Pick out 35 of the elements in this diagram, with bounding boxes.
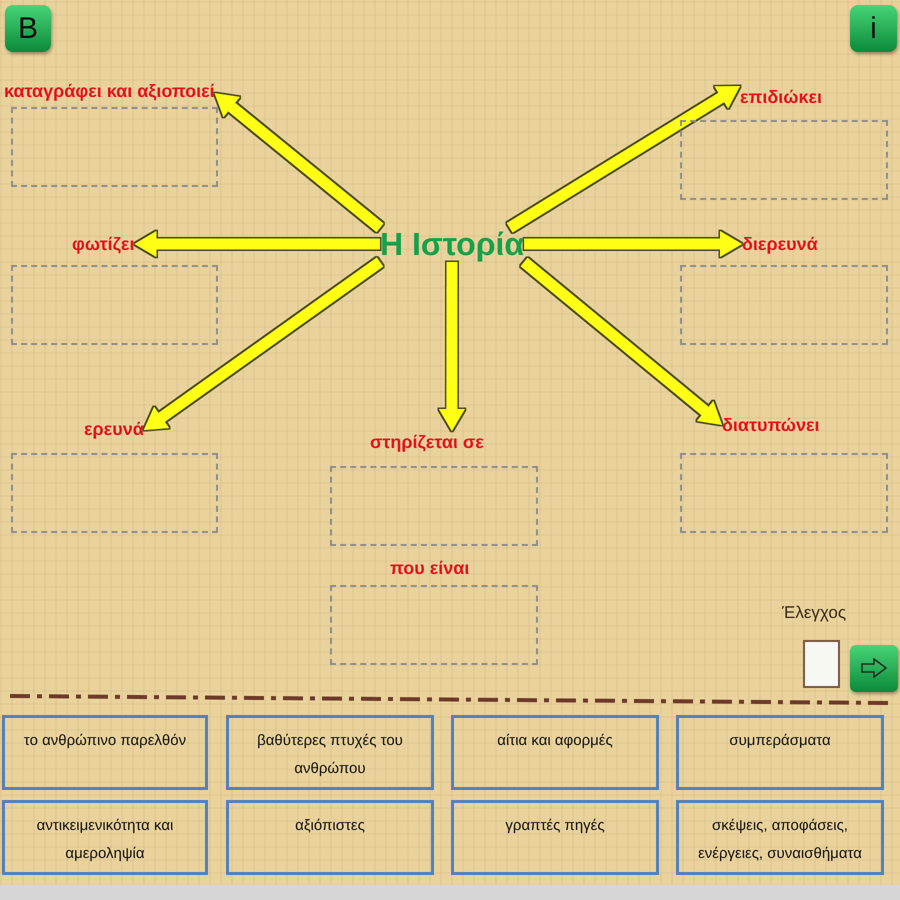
- concept-label: διατυπώνει: [722, 414, 820, 436]
- answer-card: συμπεράσματα: [676, 715, 884, 790]
- answer-card: γραπτές πηγές: [451, 800, 659, 875]
- concept-label: διερευνά: [742, 233, 818, 255]
- answer-box: [680, 453, 888, 533]
- answer-card: το ανθρώπινο παρελθόν: [2, 715, 208, 790]
- concept-label: καταγράφει και αξιοποιεί: [4, 80, 215, 102]
- answer-card: αίτια και αφορμές: [451, 715, 659, 790]
- concept-label: στηρίζεται σε: [370, 431, 484, 453]
- arrow: [524, 231, 742, 257]
- arrow: [134, 231, 380, 257]
- answer-box: [680, 265, 888, 345]
- field-label: Έλεγχος: [782, 603, 846, 623]
- answer-card: αντικειμενικότητα και αμεροληψία: [2, 800, 208, 875]
- concept-label: φωτίζει: [72, 233, 134, 255]
- arrow: [506, 86, 740, 232]
- topic-heading: Η Ιστορία: [380, 226, 524, 262]
- info-button: i: [850, 5, 897, 52]
- answer-box: [11, 453, 218, 533]
- arrow: [144, 258, 384, 430]
- answer-card: αξιόπιστες: [226, 800, 434, 875]
- answer-box: [330, 466, 538, 546]
- answer-card: βαθύτερες πτυχές του ανθρώπου: [226, 715, 434, 790]
- answer-box: [11, 107, 218, 187]
- answer-box: [11, 265, 218, 345]
- letter-button: B: [5, 5, 51, 52]
- arrow: [214, 93, 384, 232]
- concept-label: επιδιώκει: [740, 86, 822, 108]
- answer-box: [680, 120, 888, 200]
- arrow: [438, 262, 465, 431]
- answer-box: [330, 585, 538, 665]
- arrow: [520, 258, 722, 425]
- box-heading: που είναι: [390, 557, 470, 579]
- answer-card: σκέψεις, αποφάσεις, ενέργειες, συναισθήματα: [676, 800, 884, 875]
- concept-label: ερευνά: [84, 418, 144, 440]
